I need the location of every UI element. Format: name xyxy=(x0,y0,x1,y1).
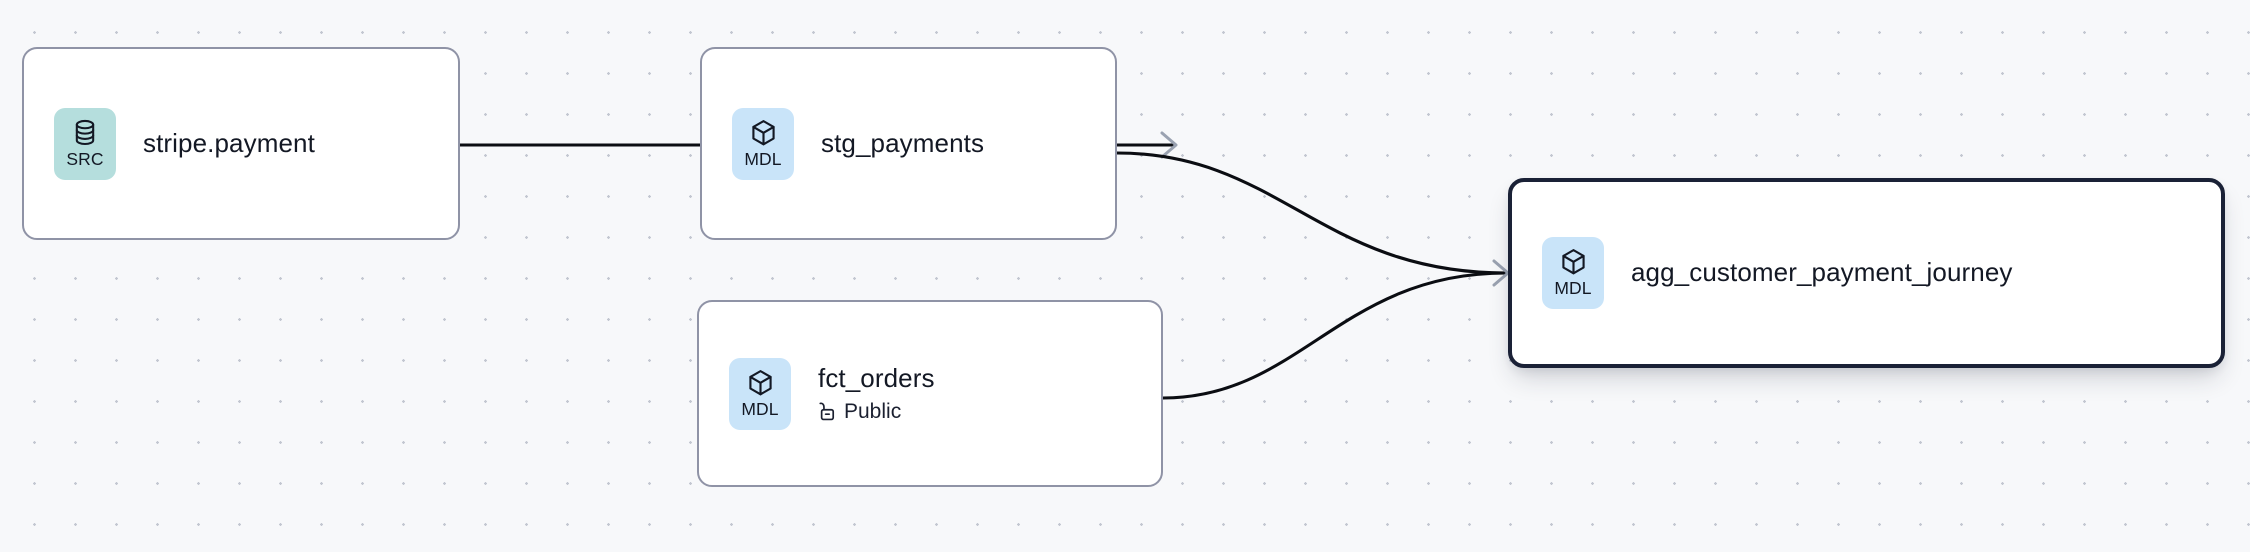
node-title: stg_payments xyxy=(821,127,985,158)
badge-src: SRC xyxy=(54,107,116,180)
cube-icon xyxy=(750,119,777,147)
node-body: stripe.payment xyxy=(143,127,315,158)
unlock-icon xyxy=(818,401,836,421)
node-title: fct_orders xyxy=(818,363,935,394)
badge-label: SRC xyxy=(66,148,104,169)
node-stg-payments[interactable]: MDL stg_payments xyxy=(700,47,1117,240)
node-fct-orders[interactable]: MDL fct_orders Public xyxy=(697,300,1163,487)
node-visibility: Public xyxy=(818,400,935,423)
edge-fct-to-agg xyxy=(1162,271,1507,400)
node-title: stripe.payment xyxy=(143,127,315,158)
badge-mdl: MDL xyxy=(729,357,791,430)
cube-icon xyxy=(1560,248,1587,276)
badge-label: MDL xyxy=(741,398,779,419)
node-agg-customer-payment-journey[interactable]: MDL agg_customer_payment_journey xyxy=(1508,178,2225,368)
badge-label: MDL xyxy=(1554,278,1592,299)
node-visibility-label: Public xyxy=(844,399,902,423)
badge-mdl: MDL xyxy=(732,107,794,180)
node-title: agg_customer_payment_journey xyxy=(1631,257,2013,288)
database-icon xyxy=(72,119,98,147)
badge-label: MDL xyxy=(744,148,782,169)
badge-mdl: MDL xyxy=(1542,237,1604,309)
node-body: agg_customer_payment_journey xyxy=(1631,258,2012,287)
edge-stg-to-stg-agg xyxy=(1116,151,1507,275)
edge-agg-arrowhead xyxy=(1492,259,1510,287)
node-stripe-payment[interactable]: SRC stripe.payment xyxy=(22,47,460,240)
node-body: fct_orders Public xyxy=(818,363,935,423)
node-body: stg_payments xyxy=(821,127,985,158)
edge-stripe-to-stg-arrowhead xyxy=(1160,131,1178,159)
cube-icon xyxy=(747,369,774,397)
